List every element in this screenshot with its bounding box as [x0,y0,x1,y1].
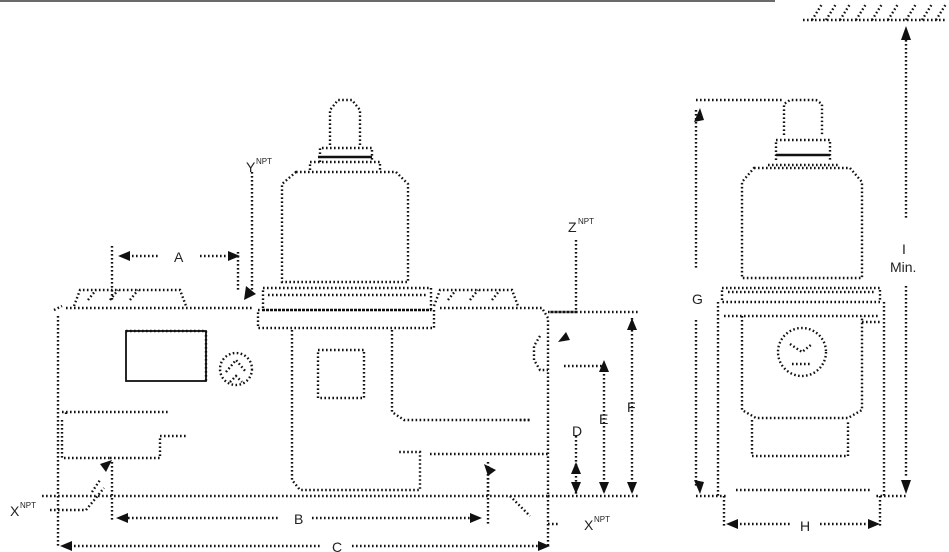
label-z-port: Z [568,219,577,235]
front-z-port [532,335,548,372]
side-view [716,98,886,528]
side-upper-chamber [740,166,864,280]
label-I: I [902,241,906,257]
label-A: A [174,249,184,265]
front-right-panel [390,330,530,422]
label-G: G [692,291,703,307]
z-port-arrow [558,332,570,342]
display-panel [125,330,207,382]
front-dimension-D [571,462,581,494]
front-upper-chamber [280,170,410,284]
front-top-cap [308,98,382,170]
label-x-outlet-npt: NPT [594,515,610,524]
label-D: D [572,423,582,439]
label-y-port: Y [246,159,256,175]
front-dimension-C [60,541,550,551]
y-port-arrow [244,286,256,300]
front-dimension-F [627,318,637,494]
label-x-outlet: X [584,517,594,533]
label-x-inlet: X [10,503,20,519]
side-body-outline [716,302,886,498]
label-y-port-npt: NPT [256,157,272,166]
label-H: H [800,518,810,534]
logo-mark [218,351,254,387]
side-dimension-G [694,98,784,498]
front-dimension-B [116,513,482,523]
front-left-lid [72,288,188,307]
front-center-window [316,348,366,400]
front-head-plate [256,286,436,330]
front-left-compartment [60,410,186,460]
label-x-inlet-npt: NPT [20,501,36,510]
front-dimension-A [118,251,240,261]
label-E: E [599,411,608,427]
label-B: B [294,511,303,527]
side-dimension-H [726,519,880,529]
front-center-housing [290,330,422,492]
front-body-outline [40,306,550,498]
side-body-panel [740,316,864,420]
label-z-port-npt: NPT [578,217,594,226]
label-C: C [332,539,342,552]
side-head-plate [720,286,882,304]
label-F: F [627,399,636,415]
side-dimension-I [884,26,911,498]
x-inlet-arrow [100,460,112,472]
side-top-cap [782,98,824,135]
front-view [40,98,640,548]
front-dimension-E [599,360,609,494]
ceiling-hatch [803,3,948,22]
side-lower-panel [750,420,850,458]
label-min: Min. [890,259,916,275]
x-outlet-arrow [484,464,496,476]
side-gauge [776,326,828,378]
front-right-lid [432,288,520,307]
